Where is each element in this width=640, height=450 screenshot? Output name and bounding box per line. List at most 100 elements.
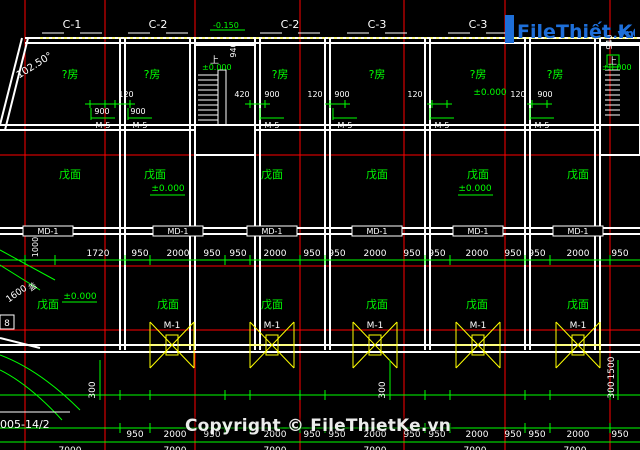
door-md1-label: MD-1 bbox=[366, 227, 387, 236]
ramp-line bbox=[0, 264, 41, 291]
dim-940: 940 bbox=[229, 42, 238, 57]
floor-label: 戊面 bbox=[366, 168, 388, 181]
dim-text: 950 bbox=[126, 430, 143, 440]
door-m5-label: M-5 bbox=[265, 121, 280, 130]
dim-text: 2000 bbox=[264, 430, 287, 440]
door-m1-stroke bbox=[249, 321, 295, 369]
door-m5-label: M-5 bbox=[96, 121, 111, 130]
floor-label: 戊面 bbox=[567, 168, 589, 181]
door-m1-label: M-1 bbox=[570, 321, 587, 331]
dim-text: 2000 bbox=[364, 430, 387, 440]
dim-text: 950 bbox=[504, 430, 521, 440]
room-label: ?房 bbox=[369, 68, 386, 81]
landscape-curve bbox=[0, 354, 81, 411]
door-md1-frame bbox=[22, 225, 74, 237]
dim-text: 900 bbox=[94, 107, 109, 116]
door-md1-frame bbox=[351, 225, 403, 237]
room-label: ?房 bbox=[62, 68, 79, 81]
door-md1-label: MD-1 bbox=[37, 227, 58, 236]
axis-bubble bbox=[0, 314, 15, 330]
dim-text: 2000 bbox=[567, 430, 590, 440]
floor-label: 戊面 bbox=[37, 298, 59, 311]
floor-label: 戊面 bbox=[261, 168, 283, 181]
angled-wall bbox=[4, 37, 29, 131]
dim-7000: 7000 bbox=[264, 446, 287, 450]
dim-7000: 7000 bbox=[464, 446, 487, 450]
room-elevation: ±0.000 bbox=[473, 88, 507, 98]
window-label: C-3 bbox=[469, 18, 488, 31]
logo-text-left: File bbox=[517, 21, 556, 43]
dim-text: 950 bbox=[528, 249, 545, 259]
dim-1500: 1500 bbox=[607, 356, 617, 379]
stair-up-mark: 上 bbox=[210, 55, 219, 66]
window-label: C-3 bbox=[368, 18, 387, 31]
door-m1-leaf bbox=[471, 334, 485, 356]
dim-text: 950 bbox=[203, 430, 220, 440]
door-md1-label: MD-1 bbox=[467, 227, 488, 236]
dim-text: 950 bbox=[303, 430, 320, 440]
window-label: C-2 bbox=[149, 18, 168, 31]
dim-text: 2000 bbox=[466, 430, 489, 440]
door-md1-label: MD-1 bbox=[261, 227, 282, 236]
logo-domain: .vn bbox=[613, 27, 634, 41]
dim-7000: 7000 bbox=[59, 446, 82, 450]
dim-7000: 7000 bbox=[364, 446, 387, 450]
dim-300: 300 bbox=[378, 381, 388, 398]
logo-text-right: Thiết Kế bbox=[556, 20, 635, 43]
filethietke-logo: File Thiết Kế .vn bbox=[505, 15, 635, 43]
stair-up-mark: 上 bbox=[608, 56, 617, 67]
door-m1-label: M-1 bbox=[264, 321, 281, 331]
dim-text: 2000 bbox=[466, 249, 489, 259]
dim-text: 950 bbox=[403, 430, 420, 440]
dim-text: 950 bbox=[131, 249, 148, 259]
dim-text: 950 bbox=[611, 430, 628, 440]
axis-number: 8 bbox=[4, 319, 10, 329]
dim-text: 950 bbox=[403, 249, 420, 259]
window-label: C-1 bbox=[63, 18, 82, 31]
stair-core bbox=[194, 44, 256, 156]
floor-elevation: ±0.000 bbox=[151, 184, 185, 194]
room-label: ?房 bbox=[547, 68, 564, 81]
dim-text: 1720 bbox=[87, 249, 110, 259]
door-md1-label: MD-1 bbox=[167, 227, 188, 236]
front-wall-angled bbox=[0, 337, 41, 349]
dim-text: 900 bbox=[264, 90, 279, 99]
dim-300: 300 bbox=[607, 381, 617, 398]
door-m1-label: M-1 bbox=[470, 321, 487, 331]
door-m1-stroke bbox=[455, 321, 501, 369]
floor-label: 戊面 bbox=[467, 168, 489, 181]
door-md1-frame bbox=[452, 225, 504, 237]
dim-text: 120 bbox=[510, 90, 525, 99]
door-m5-label: M-5 bbox=[338, 121, 353, 130]
dim-text: 2000 bbox=[264, 249, 287, 259]
dim-text: 900 bbox=[130, 107, 145, 116]
floor-label: 戊面 bbox=[144, 168, 166, 181]
floor-label: 戊面 bbox=[567, 298, 589, 311]
door-m1-stroke bbox=[555, 321, 601, 369]
room-label: ?房 bbox=[144, 68, 161, 81]
door-md1-label: MD-1 bbox=[567, 227, 588, 236]
window-label: C-2 bbox=[281, 18, 300, 31]
floor-elevation: ±0.000 bbox=[63, 292, 97, 302]
door-md1-frame bbox=[246, 225, 298, 237]
floor-label: 戊面 bbox=[157, 298, 179, 311]
door-md1-frame bbox=[552, 225, 604, 237]
landscape-curve bbox=[0, 369, 63, 421]
door-m1-leaf bbox=[265, 334, 279, 356]
dim-7000: 7000 bbox=[164, 446, 187, 450]
stair-core bbox=[599, 44, 640, 156]
door-m5-label: M-5 bbox=[133, 121, 148, 130]
dim-text: 900 bbox=[537, 90, 552, 99]
dim-7000: 7000 bbox=[564, 446, 587, 450]
stair-elevation: ±0.000 bbox=[202, 63, 232, 72]
floor-label: 戊面 bbox=[59, 168, 81, 181]
dim-text: 120 bbox=[118, 90, 133, 99]
copyright-watermark: Copyright © FileThietKe.vn bbox=[185, 416, 452, 436]
stair-handrail bbox=[217, 69, 227, 126]
door-m1-stroke bbox=[149, 321, 195, 369]
stair-marker bbox=[606, 54, 620, 68]
ramp-line bbox=[0, 249, 56, 281]
door-m1-leaf bbox=[368, 334, 382, 356]
